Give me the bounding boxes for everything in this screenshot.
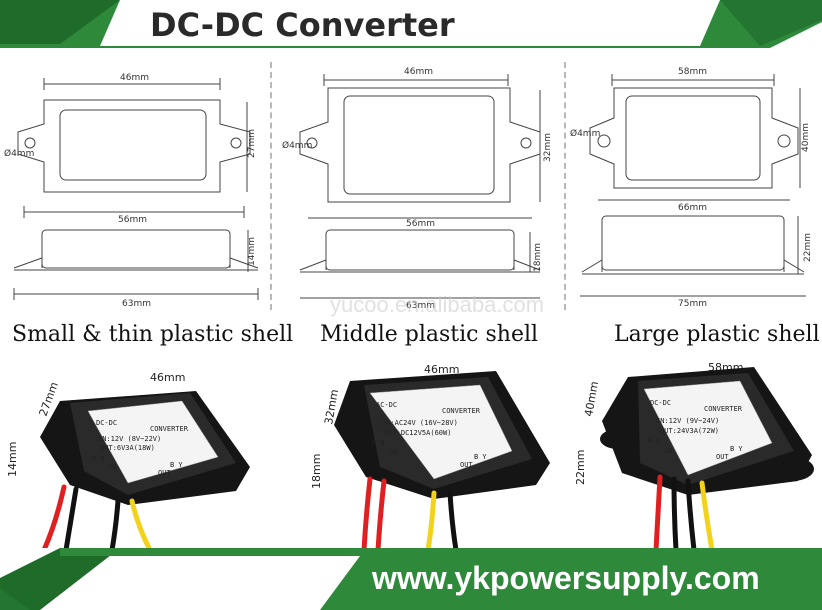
- photo-dim-height: 22mm: [574, 450, 587, 485]
- label-middle-shell: Middle plastic shell: [320, 322, 539, 347]
- watermark: yucoo.en.alibaba.com: [330, 292, 545, 317]
- label-large-shell: Large plastic shell: [614, 322, 820, 347]
- sticker-sub: CONVERTER: [704, 405, 743, 413]
- dim-height: 40mm: [801, 123, 811, 152]
- dim-height: 32mm: [543, 133, 553, 162]
- dim-total-width: 63mm: [122, 299, 151, 308]
- footer-url[interactable]: www.ykpowersupply.com: [372, 560, 760, 596]
- sticker-out-label: OUT: [716, 453, 729, 461]
- sticker-output: OUT:DC12V5A(60W): [384, 429, 451, 437]
- photo-dim-depth: 32mm: [322, 388, 341, 425]
- dim-flange-width: 66mm: [678, 203, 707, 213]
- sticker-title: DC-DC: [650, 399, 671, 407]
- sticker-in-pins: R B: [92, 455, 105, 463]
- dim-flange-width: 56mm: [118, 215, 147, 225]
- photo-middle-shell: 46mm 32mm 18mm AC-DC CONVERTER IN:AC24V …: [310, 363, 550, 550]
- divider-left: [270, 62, 272, 310]
- sticker-out-pins: B Y: [474, 453, 487, 461]
- label-small-shell: Small & thin plastic shell: [12, 322, 294, 347]
- sticker-in-label: IN: [108, 463, 116, 471]
- sticker-out-pins: B Y: [730, 445, 743, 453]
- drawing-small-shell: 46mm Ø4mm 27mm 56mm 14mm 63mm: [4, 73, 259, 308]
- photo-large-shell: 58mm 40mm 22mm DC-DC CONVERTER IN:12V (9…: [574, 361, 814, 550]
- dim-hole: Ø4mm: [282, 140, 312, 151]
- dim-hole: Ø4mm: [4, 148, 34, 159]
- dim-top-width: 46mm: [120, 73, 149, 83]
- dim-side-height: 18mm: [533, 243, 543, 272]
- sticker-in-label: IN: [388, 449, 396, 457]
- photo-dim-depth: 40mm: [582, 380, 601, 417]
- sticker-in-label: IN: [664, 447, 672, 455]
- sticker-input: IN:12V (9V~24V): [656, 417, 719, 425]
- divider-right: [564, 62, 566, 310]
- dim-total-width: 63mm: [406, 301, 435, 308]
- header-banner: [0, 0, 822, 48]
- dim-height: 27mm: [247, 129, 257, 158]
- dim-top-width: 58mm: [678, 67, 707, 77]
- photo-small-shell: 46mm 27mm 14mm DC-DC CONVERTER IN:12V (8…: [6, 371, 250, 550]
- photo-dim-width: 46mm: [424, 363, 459, 376]
- dim-side-height: 14mm: [247, 237, 257, 266]
- sticker-out-label: OUT: [460, 461, 473, 469]
- sticker-title: AC-DC: [376, 401, 397, 409]
- dim-total-width: 75mm: [678, 299, 707, 308]
- footer-banner: [0, 548, 822, 610]
- sticker-out-label: OUT: [158, 469, 171, 477]
- sticker-in-pins: R B: [372, 439, 385, 447]
- sticker-title: DC-DC: [96, 419, 117, 427]
- page-title: DC-DC Converter: [150, 6, 455, 44]
- dim-side-height: 22mm: [803, 233, 813, 262]
- sticker-in-pins: R B: [648, 437, 661, 445]
- photo-dim-width: 46mm: [150, 371, 185, 384]
- sticker-input: IN:AC24V (16V~28V): [382, 419, 458, 427]
- dim-hole: Ø4mm: [570, 128, 600, 139]
- sticker-output: OUT:6V3A(18W): [100, 444, 155, 452]
- dim-flange-width: 56mm: [406, 219, 435, 229]
- photo-dim-height: 18mm: [310, 454, 323, 489]
- sticker-sub: CONVERTER: [150, 425, 189, 433]
- sticker-out-pins: B Y: [170, 461, 183, 469]
- photo-dim-height: 14mm: [6, 442, 19, 477]
- drawing-middle-shell: 46mm Ø4mm 32mm 56mm 18mm 63mm: [282, 67, 553, 308]
- dim-top-width: 46mm: [404, 67, 433, 77]
- drawing-large-shell: 58mm Ø4mm 40mm 66mm 22mm 75mm: [570, 67, 813, 308]
- sticker-sub: CONVERTER: [442, 407, 481, 415]
- sticker-output: OUT:24V3A(72W): [660, 427, 719, 435]
- sticker-input: IN:12V (8V~22V): [98, 435, 161, 443]
